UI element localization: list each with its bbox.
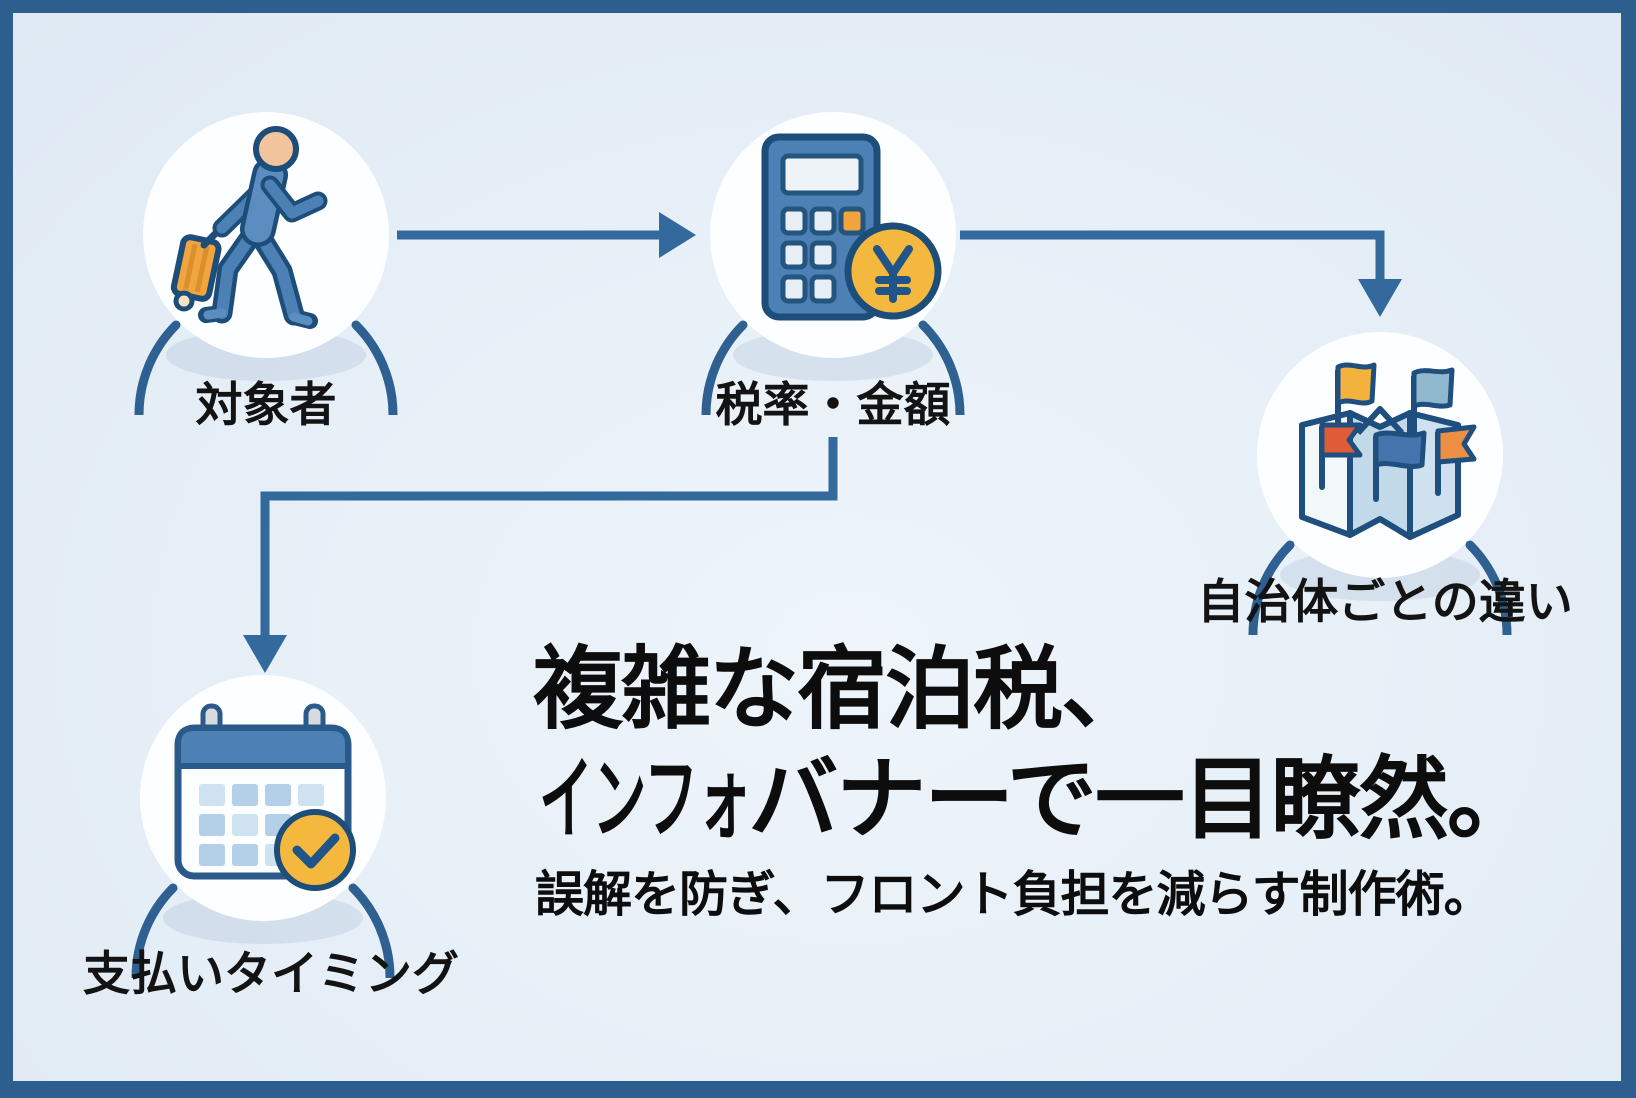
flag-orange xyxy=(1435,424,1477,465)
arrowhead-right-icon xyxy=(659,212,696,258)
flow-arrows xyxy=(243,212,1402,673)
node-municipality xyxy=(1230,305,1530,635)
node-circle-arc xyxy=(701,320,965,415)
map-flags xyxy=(1319,362,1477,502)
walking-traveler xyxy=(170,126,328,329)
arrowhead-down-icon xyxy=(243,635,287,673)
calendar xyxy=(174,703,356,891)
calculator-yen-icon xyxy=(701,112,965,415)
node-circle-arc xyxy=(131,883,395,978)
node-traveler xyxy=(116,85,416,415)
suitcase xyxy=(170,234,222,302)
suitcase-wheel xyxy=(173,290,195,312)
arrowhead-down-icon xyxy=(1358,279,1402,317)
yen-symbol xyxy=(873,245,913,303)
node-label-payment: 支払いタイミング xyxy=(83,947,459,1000)
node-circle-arc xyxy=(134,320,398,415)
calculator-buttons xyxy=(780,206,866,304)
headline-line2: インフォバナーで一目瞭然。 xyxy=(539,750,1537,850)
node-circle-arc xyxy=(1248,540,1512,635)
node-label-municipality: 自治体ごとの違い xyxy=(1197,575,1573,628)
traveler-suitcase-icon xyxy=(134,112,398,415)
arrow-tax-to-payment xyxy=(260,437,838,635)
calendar-check-icon xyxy=(131,675,395,978)
check-coin xyxy=(274,809,356,891)
flag-red xyxy=(1319,422,1363,458)
node-tax xyxy=(683,85,983,415)
headline-subtitle: 誤解を防ぎ、フロント負担を減らす制作術。 xyxy=(535,868,1493,922)
headline-line2-rest: バナーで一目瞭然。 xyxy=(748,750,1537,850)
headline-line2-condensed: インフォ xyxy=(539,750,752,850)
node-label-traveler: 対象者 xyxy=(195,378,337,431)
check-mark-icon xyxy=(292,833,340,869)
headline-line1: 複雑な宿泊税、 xyxy=(533,640,1151,740)
calculator-display xyxy=(780,153,864,196)
arrow-tax-to-municipality xyxy=(960,230,1385,279)
calculator xyxy=(761,133,942,321)
node-label-tax: 税率・金額 xyxy=(715,378,951,431)
flag-lightblue xyxy=(1411,367,1455,409)
traveler-head xyxy=(253,126,299,172)
map-flags-icon xyxy=(1248,332,1512,635)
flag-blue xyxy=(1373,430,1427,469)
flag-yellow xyxy=(1335,362,1377,406)
node-payment xyxy=(113,648,413,978)
calendar-header xyxy=(175,725,351,769)
folded-map xyxy=(1299,362,1477,540)
